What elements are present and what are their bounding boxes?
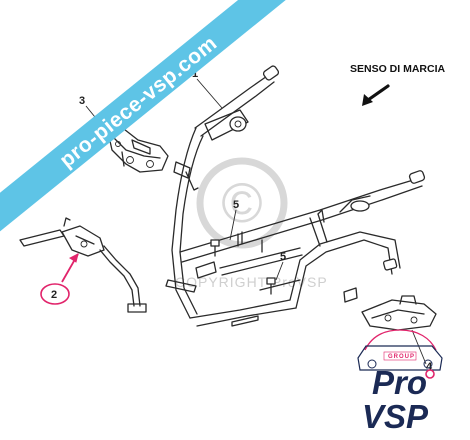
part-1-chassis-frame [165, 65, 426, 327]
direction-label: SENSO DI MARCIA [350, 63, 446, 75]
copyright-text: COPYRIGHT ProVSP [175, 274, 328, 290]
callout-3: 3 [79, 95, 85, 107]
watermark-band [0, 0, 305, 237]
part-2-support-rail [19, 217, 147, 313]
part-5-bolt-upper [210, 239, 220, 257]
part-3-bracket [107, 125, 169, 173]
callout-1: 1 [192, 68, 198, 80]
arrow-down-left-icon [362, 84, 390, 106]
car-silhouette-icon [357, 329, 443, 371]
highlight-arrowhead-icon [69, 253, 79, 263]
part-4-bracket [361, 295, 437, 331]
callout-5-lower: 5 [280, 251, 286, 263]
logo-pro-text: Pro [372, 364, 427, 401]
callout-5-upper: 5 [233, 199, 239, 211]
copyright-symbol: © [221, 171, 262, 234]
logo-ring-icon [425, 369, 435, 379]
copyright-watermark: © COPYRIGHT ProVSP [175, 157, 328, 290]
highlight-callout-2: 2 [40, 253, 79, 305]
callout-4: 4 [426, 361, 433, 373]
logo-group-text: GROUP [388, 354, 415, 360]
part-5-bolt-lower [266, 277, 276, 295]
callout-2: 2 [51, 289, 57, 301]
direction-indicator: SENSO DI MARCIA [350, 63, 446, 106]
logo-vsp-text: VSP [362, 398, 429, 435]
provsp-logo: GROUP Pro VSP [357, 329, 443, 435]
